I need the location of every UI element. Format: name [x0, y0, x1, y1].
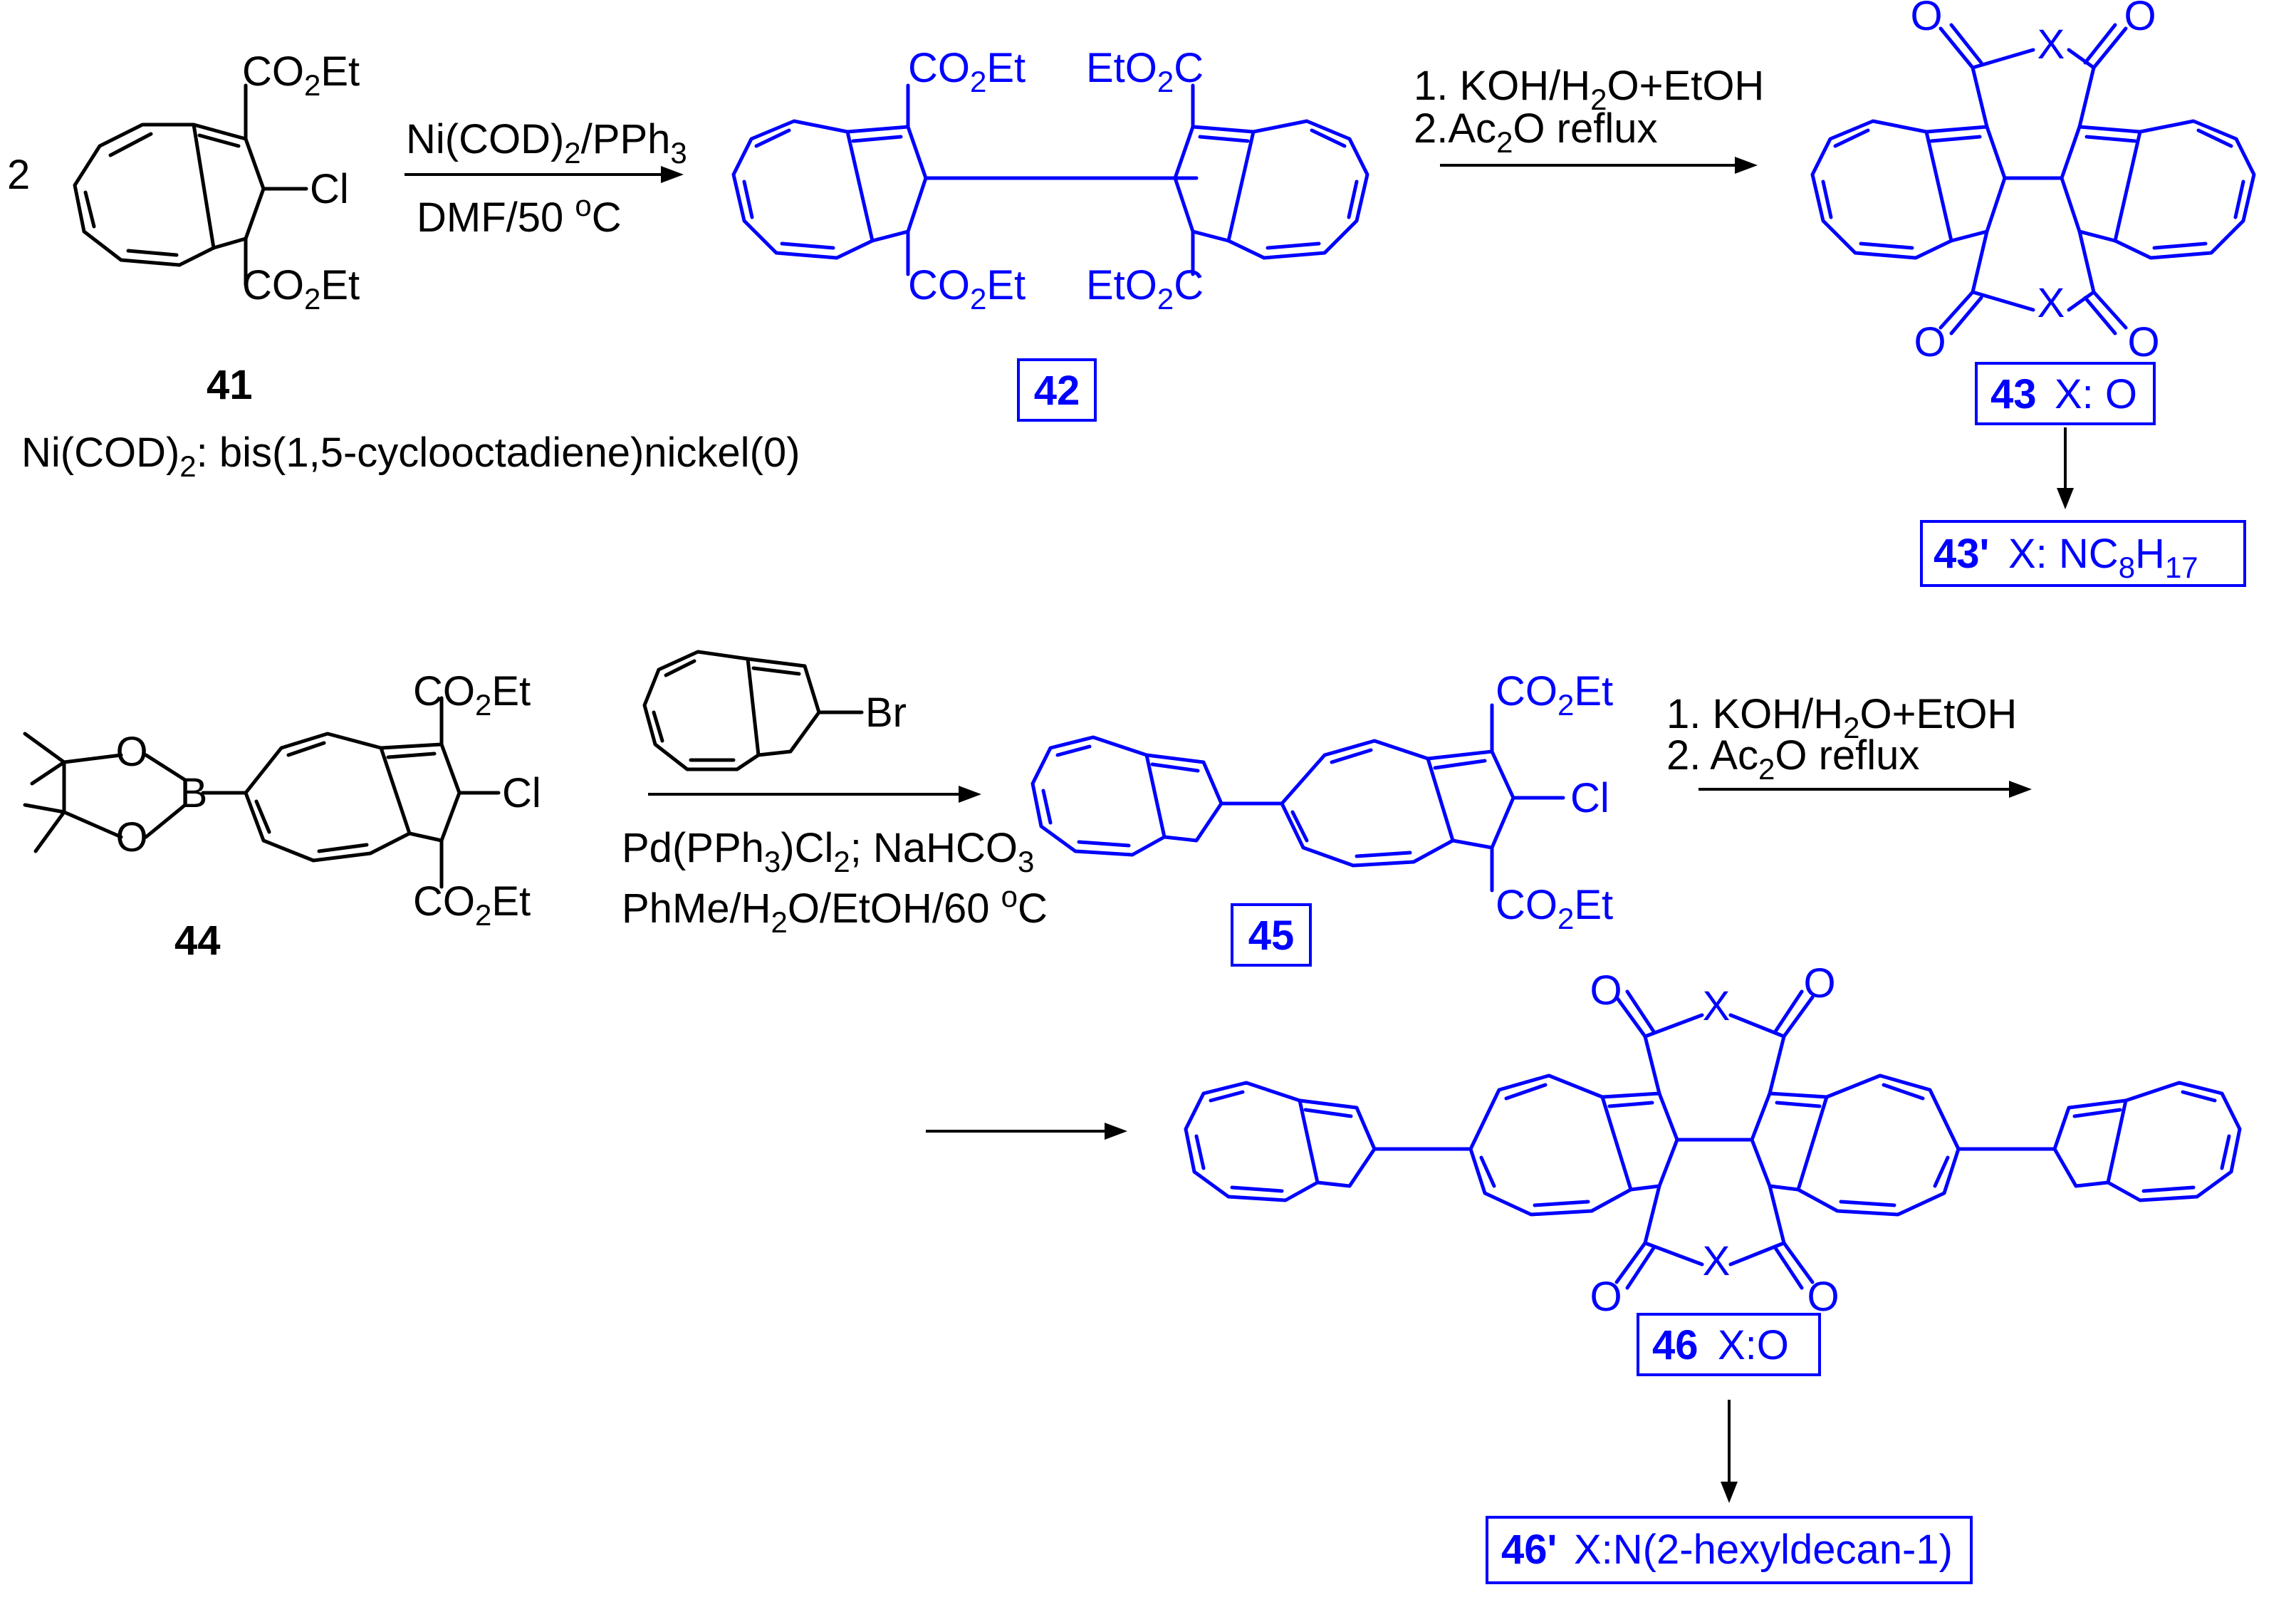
step2-line2: 2.Ac2O reflux — [1414, 105, 1657, 159]
compound-42-structure: CO2Et EtO2C CO2Et EtO2C 42 — [731, 45, 1369, 422]
compound-46-bottom-x: X — [1703, 1238, 1731, 1284]
step4-line2: 2. Ac2O reflux — [1666, 732, 1919, 786]
compound-46-label: 46 — [1652, 1322, 1698, 1368]
compound-45-chloro: Cl — [1570, 775, 1609, 821]
continuation-arrow — [926, 1123, 1127, 1140]
compound-41-bottom-ester: CO2Et — [242, 262, 360, 316]
compound-46-x-definition: X:O — [1718, 1322, 1789, 1368]
compound-43-structure: X X O O O O 43 X: O — [1810, 0, 2256, 425]
compound-41-structure: 2 CO2Et Cl CO2Et 41 — [7, 48, 360, 408]
step3-conditions-line2: PhMe/H2O/EtOH/60 oC — [622, 880, 1048, 939]
step1-conditions-top: Ni(COD)2/PPh3 — [406, 116, 687, 170]
compound-44-structure: O O B CO2Et Cl CO2Et 44 — [23, 668, 541, 964]
compound-43-x-definition: X: O — [2055, 371, 2137, 417]
compound-46-oxygen-bl: O — [1590, 1274, 1622, 1320]
compound-46prime-label-box — [1486, 1516, 1973, 1584]
compound-45-structure: CO2Et Cl CO2Et 45 — [1030, 668, 1613, 967]
compound-44-chloro: Cl — [502, 770, 541, 816]
compound-42-right-top-ester: EtO2C — [1086, 45, 1204, 98]
compound-46-top-x: X — [1703, 983, 1731, 1029]
compound-44-ring-oxygen-top: O — [115, 729, 147, 775]
compound-45-bottom-ester: CO2Et — [1496, 882, 1613, 935]
arrow-46-to-46prime — [1721, 1400, 1738, 1503]
compound-44-ring-oxygen-bottom: O — [115, 814, 147, 860]
step3-arrow: Br Pd(PPh3)Cl2; NaHCO3 PhMe/H2O/EtOH/60 … — [622, 650, 1048, 939]
compound-46-oxygen-br: O — [1807, 1274, 1839, 1320]
compound-46-oxygen-tr: O — [1803, 960, 1835, 1007]
nickel-catalyst-footnote: Ni(COD)2: bis(1,5-cyclooctadiene)nickel(… — [21, 430, 800, 483]
compound-46-structure: X X O O O O 46 X:O — [1184, 960, 2242, 1376]
compound-42-left-bottom-ester: CO2Et — [908, 262, 1026, 316]
compound-43prime: 43' X: NC8H17 — [1920, 520, 2246, 587]
compound-41-top-ester: CO2Et — [242, 48, 360, 102]
compound-43prime-label: 43' — [1934, 531, 1989, 577]
compound-44-bottom-ester: CO2Et — [413, 878, 531, 932]
compound-43-oxygen-br: O — [2127, 319, 2159, 365]
compound-45-top-ester: CO2Et — [1496, 668, 1613, 722]
compound-43-label: 43 — [1990, 371, 2037, 417]
step3-bromo: Br — [865, 690, 907, 736]
step1-conditions-bottom: DMF/50 oC — [417, 189, 622, 241]
compound-46prime: 46' X:N(2-hexyldecan-1) — [1486, 1516, 1973, 1584]
step4-arrow: 1. KOH/H2O+EtOH 2. Ac2O reflux — [1666, 691, 2032, 798]
compound-42-label: 42 — [1034, 368, 1080, 414]
step2-line1: 1. KOH/H2O+EtOH — [1414, 63, 1764, 116]
compound-41-chloro: Cl — [310, 166, 349, 212]
compound-43-oxygen-bl: O — [1914, 319, 1946, 365]
compound-43-oxygen-tr: O — [2124, 0, 2156, 39]
compound-43-oxygen-tl: O — [1910, 0, 1942, 39]
compound-44-top-ester: CO2Et — [413, 668, 531, 722]
compound-45-label-box — [1231, 903, 1312, 967]
compound-41-label: 41 — [207, 362, 253, 408]
compound-43prime-label-box — [1920, 520, 2246, 587]
compound-46-oxygen-tl: O — [1590, 967, 1622, 1014]
compound-46-label-box — [1637, 1313, 1821, 1376]
compound-45-label: 45 — [1248, 912, 1295, 959]
step4-line1: 1. KOH/H2O+EtOH — [1666, 691, 2017, 744]
compound-46prime-label: 46' — [1501, 1527, 1557, 1573]
step3-conditions-line1: Pd(PPh3)Cl2; NaHCO3 — [622, 825, 1034, 878]
step1-arrow: Ni(COD)2/PPh3 DMF/50 oC — [405, 116, 687, 241]
compound-44-boron: B — [180, 770, 208, 816]
compound-46prime-x-definition: X:N(2-hexyldecan-1) — [1574, 1527, 1953, 1573]
compound-42-right-bottom-ester: EtO2C — [1086, 262, 1204, 316]
compound-44-label: 44 — [174, 917, 221, 964]
compound-43-bottom-x: X — [2037, 280, 2065, 326]
step2-arrow: 1. KOH/H2O+EtOH 2.Ac2O reflux — [1414, 63, 1764, 174]
compound-42-left-top-ester: CO2Et — [908, 45, 1026, 98]
arrow-43-to-43prime — [2057, 427, 2074, 509]
compound-43-top-x: X — [2037, 21, 2065, 68]
compound-42-label-box — [1017, 358, 1097, 422]
stoichiometry-coefficient: 2 — [7, 152, 30, 198]
compound-43-label-box — [1975, 362, 2156, 425]
